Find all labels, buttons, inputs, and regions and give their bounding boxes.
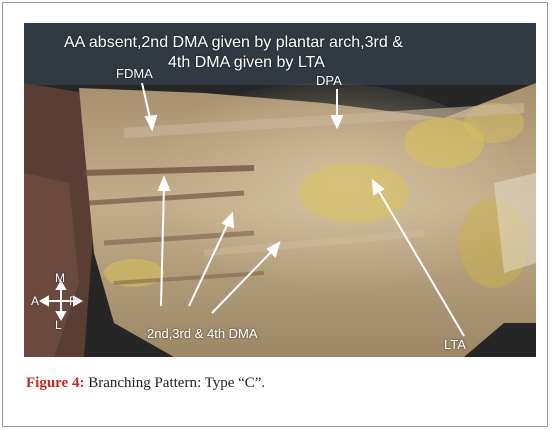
label-dma: 2nd,3rd & 4th DMA <box>147 326 258 341</box>
figure-caption: Figure 4: Branching Pattern: Type “C”. <box>26 375 265 392</box>
orientation-medial: M <box>55 271 65 285</box>
figure-frame: AA absent,2nd DMA given by plantar arch,… <box>2 2 548 427</box>
label-lta: LTA <box>444 337 466 352</box>
label-dpa: DPA <box>316 73 342 88</box>
label-fdma: FDMA <box>116 66 153 81</box>
orientation-lateral: L <box>55 318 62 332</box>
orientation-anterior: A <box>31 294 40 308</box>
photo-caption-line-2: 4th DMA given by LTA <box>168 54 325 71</box>
dissection-image <box>24 23 536 357</box>
photo-caption-line-1: AA absent,2nd DMA given by plantar arch,… <box>64 34 403 51</box>
figure-caption-label: Figure 4: <box>26 375 85 391</box>
figure-caption-text: Branching Pattern: Type “C”. <box>84 375 266 391</box>
dissection-photo: AA absent,2nd DMA given by plantar arch,… <box>24 23 536 357</box>
orientation-posterior: P <box>69 294 78 308</box>
